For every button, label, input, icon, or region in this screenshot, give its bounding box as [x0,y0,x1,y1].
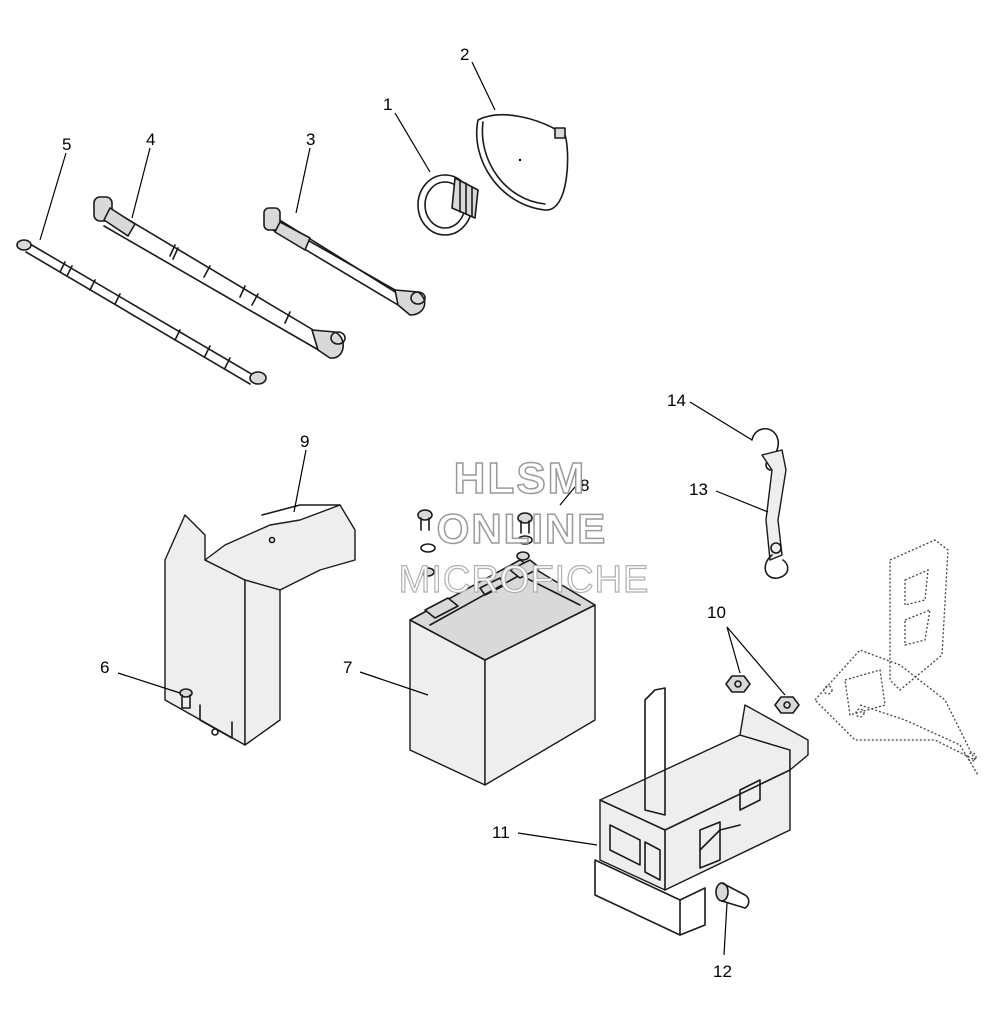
part-5-cable[interactable] [16,239,267,385]
callout-2: 2 [460,45,469,64]
callout-labels: 1 2 3 4 5 6 7 8 9 10 11 12 13 14 [62,45,732,981]
callout-6: 6 [100,658,109,677]
watermark: HLSM ONLINE MICROFICHE [398,453,650,601]
callout-10: 10 [707,603,726,622]
callout-4: 4 [146,130,155,149]
callout-14: 14 [667,391,686,410]
leader-lines [39,61,786,956]
callout-13: 13 [689,480,708,499]
part-7-battery[interactable] [409,559,596,786]
part-4-cable[interactable] [93,196,346,359]
callout-3: 3 [306,130,315,149]
part-1-band[interactable] [417,174,479,236]
callout-11: 11 [492,823,510,842]
part-10-nuts[interactable] [725,675,800,714]
callout-5: 5 [62,135,71,154]
callout-7: 7 [343,658,352,677]
part-2-cover[interactable] [475,113,569,211]
watermark-line-2: ONLINE [437,505,608,552]
part-8-hardware[interactable] [417,509,533,577]
reference-bracket [814,539,979,776]
part-3-cable[interactable] [263,207,426,316]
part-12-stud[interactable] [715,882,750,909]
part-11-tray[interactable] [594,687,809,936]
part-13-strap[interactable] [761,449,789,579]
callout-12: 12 [713,962,732,981]
watermark-line-3: MICROFICHE [399,559,650,601]
watermark-line-1: HLSM [454,454,587,503]
callout-1: 1 [383,95,392,114]
callout-8: 8 [580,476,589,495]
part-9-cover[interactable] [164,504,356,746]
callout-9: 9 [300,432,309,451]
part-6-bolt[interactable] [179,688,193,709]
